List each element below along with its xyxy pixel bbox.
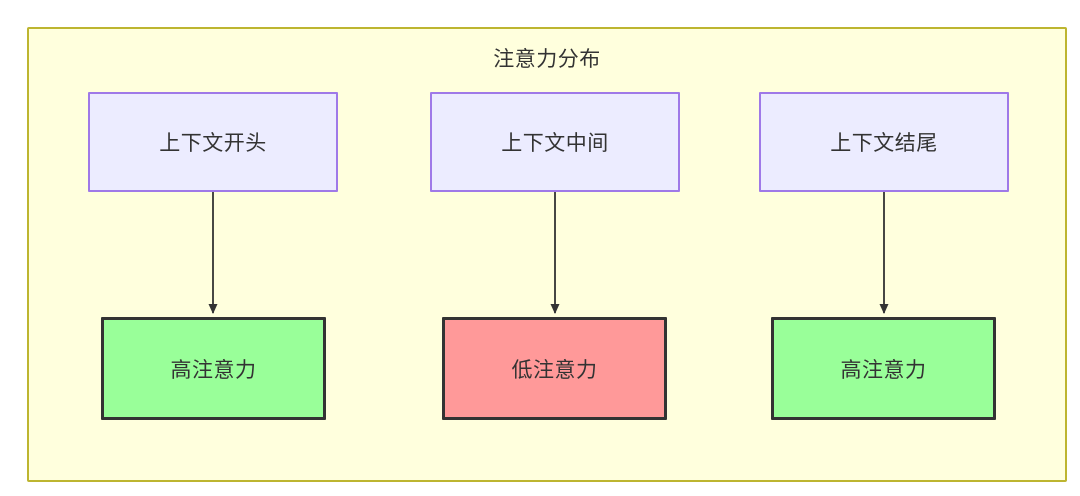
node-high-attention-start[interactable]: 高注意力: [101, 317, 326, 420]
container-title: 注意力分布: [493, 48, 601, 71]
node-context-middle[interactable]: 上下文中间: [430, 92, 680, 192]
node-context-middle-label: 上下文中间: [501, 132, 609, 155]
node-context-end[interactable]: 上下文结尾: [759, 92, 1009, 192]
node-context-start[interactable]: 上下文开头: [88, 92, 338, 192]
node-context-end-label: 上下文结尾: [830, 132, 938, 155]
node-low-attention-middle-label: 低注意力: [511, 358, 598, 382]
node-low-attention-middle[interactable]: 低注意力: [442, 317, 667, 420]
node-context-start-label: 上下文开头: [159, 132, 267, 155]
node-high-attention-end-label: 高注意力: [840, 358, 927, 382]
node-high-attention-end[interactable]: 高注意力: [771, 317, 996, 420]
node-high-attention-start-label: 高注意力: [170, 358, 257, 382]
